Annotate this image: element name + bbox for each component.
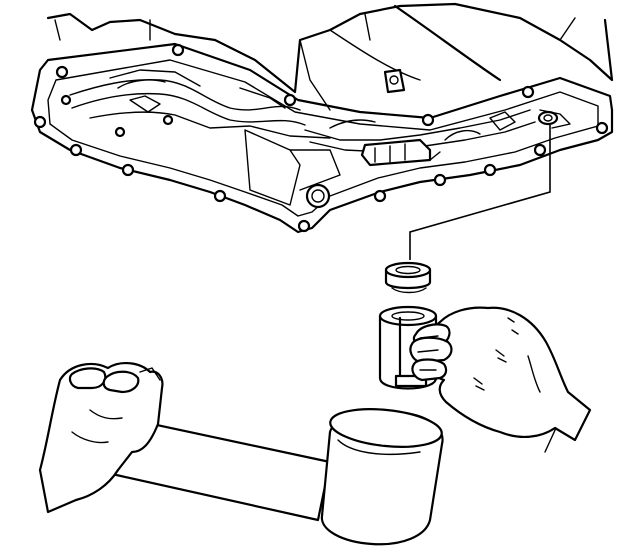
right-hand bbox=[409, 306, 592, 453]
alignment-leader-line bbox=[409, 125, 551, 260]
solenoid-cluster bbox=[299, 39, 432, 167]
mallet-and-left-hand bbox=[38, 362, 444, 546]
valve-body-passages bbox=[69, 69, 571, 161]
transmission-case bbox=[30, 2, 614, 234]
flange-bolt-holes bbox=[33, 43, 609, 233]
seal bbox=[384, 261, 432, 294]
pickup-bore bbox=[537, 110, 559, 126]
